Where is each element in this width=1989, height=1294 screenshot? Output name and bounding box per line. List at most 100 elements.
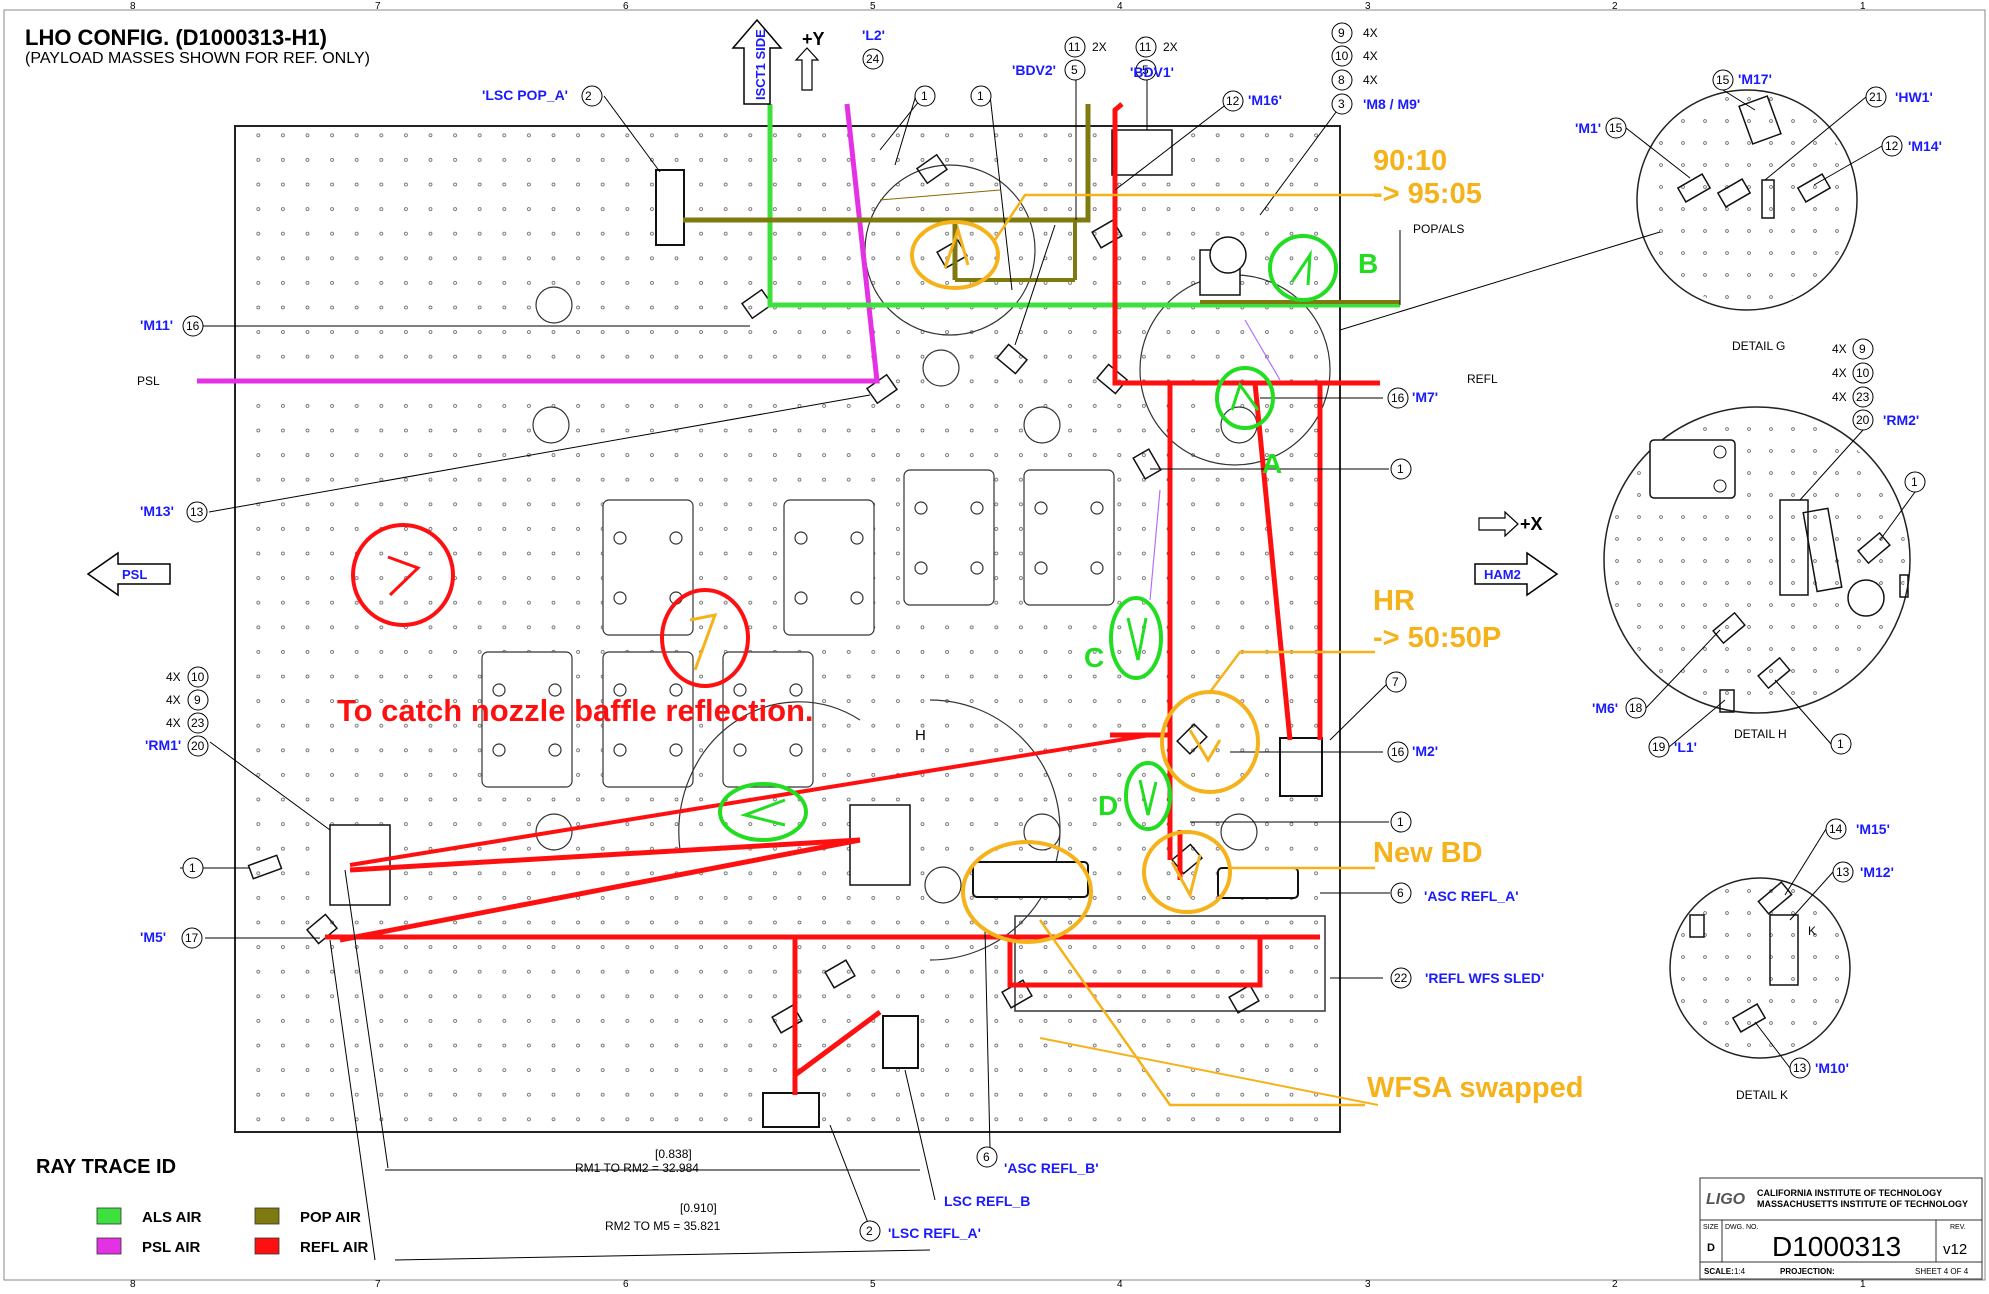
page-subtitle: (PAYLOAD MASSES SHOWN FOR REF. ONLY) — [25, 50, 370, 67]
annotation-shapes — [351, 220, 1338, 944]
dim-rm2-m5-bracket: [0.910] — [680, 1201, 717, 1215]
label-m1: 'M1' — [1575, 120, 1601, 136]
psl-arrow-label: PSL — [122, 567, 147, 582]
sheet-label: SHEET 4 OF 4 — [1915, 1267, 1969, 1276]
refl-beam-label: REFL — [1467, 372, 1498, 386]
callout-6-asc-b: 6 — [983, 1150, 990, 1164]
label-lsc-pop-a: 'LSC POP_A' — [482, 87, 568, 103]
note-b: B — [1358, 248, 1378, 279]
label-m13: 'M13' — [140, 503, 174, 519]
label-l1: 'L1' — [1674, 739, 1697, 755]
dwg-label: DWG. NO. — [1725, 1224, 1758, 1231]
label-m10: 'M10' — [1815, 1060, 1849, 1076]
label-m11: 'M11' — [140, 317, 173, 333]
detail-h-balloons — [1625, 338, 1926, 758]
dim-rm1-rm2-bracket: [0.838] — [655, 1147, 692, 1161]
ham2-arrow-label: HAM2 — [1484, 567, 1521, 582]
label-hw1: 'HW1' — [1895, 89, 1933, 105]
qty-4x-rm1-23: 4X — [166, 716, 181, 730]
note-wfsa-swapped: WFSA swapped — [1367, 1072, 1583, 1104]
note-new-bd: New BD — [1373, 837, 1483, 869]
callout-13-k: 13 — [1836, 865, 1850, 879]
detail-g: DETAIL G — [1339, 89, 1858, 353]
title-block: LIGO CALIFORNIA INSTITUTE OF TECHNOLOGY … — [1699, 1177, 1983, 1280]
callout-19: 19 — [1652, 740, 1666, 754]
callout-3: 3 — [1338, 97, 1345, 111]
zone-7-top: 7 — [375, 1, 381, 12]
scale-label: SCALE: — [1704, 1267, 1734, 1276]
rev-value: v12 — [1943, 1241, 1967, 1258]
zone-3-top: 3 — [1365, 1, 1371, 12]
legend-label-psl: PSL AIR — [142, 1239, 201, 1256]
beam-paths — [197, 102, 1400, 1095]
legend-swatch-psl — [96, 1237, 122, 1255]
label-m12: 'M12' — [1860, 864, 1894, 880]
callout-12: 12 — [1226, 94, 1240, 108]
ray-trace-legend: RAY TRACE ID ALS AIR POP AIR PSL AIR REF… — [36, 1156, 369, 1256]
y-axis-arrow: +Y — [794, 29, 825, 91]
zone-6-bottom: 6 — [623, 1279, 629, 1289]
callout-1-h2: 1 — [1837, 737, 1844, 751]
legend-swatch-refl — [254, 1237, 280, 1255]
legend-swatch-als — [96, 1207, 122, 1225]
x-axis-arrow: +X — [1478, 510, 1543, 538]
org-mit: MASSACHUSETTS INSTITUTE OF TECHNOLOGY — [1757, 1199, 1968, 1209]
rev-label: REV. — [1950, 1224, 1966, 1231]
callout-6-asc-a: 6 — [1397, 886, 1404, 900]
psl-direction-arrow: PSL — [86, 551, 171, 597]
callout-14: 14 — [1829, 822, 1843, 836]
label-rm2: 'RM2' — [1883, 412, 1919, 428]
callout-2-lsc-pop: 2 — [585, 89, 592, 103]
callout-11-b: 11 — [1139, 40, 1152, 54]
annotation-ticks — [387, 224, 1312, 900]
detail-h: DETAIL H — [1603, 406, 1911, 741]
callout-11-a: 11 — [1068, 40, 1081, 54]
detail-k-label: DETAIL K — [1736, 1088, 1788, 1102]
qty-4x-10: 4X — [1363, 49, 1378, 63]
callout-13-k2: 13 — [1793, 1061, 1807, 1075]
note-c: C — [1084, 642, 1104, 673]
zone-8-top: 8 — [130, 1, 136, 12]
detail-k-balloons — [1789, 818, 1854, 1079]
label-m6: 'M6' — [1592, 700, 1618, 716]
size-value: D — [1707, 1242, 1715, 1254]
note-90-10: 90:10 — [1373, 145, 1447, 177]
dim-rm2-m5: RM2 TO M5 = 35.821 — [605, 1219, 721, 1233]
qty-4x-rm1-10: 4X — [166, 670, 181, 684]
zone-2-top: 2 — [1612, 1, 1618, 12]
note-catch-baffle: To catch nozzle baffle reflection. — [337, 693, 814, 728]
label-m16: 'M16' — [1248, 92, 1282, 108]
callout-15-g2: 15 — [1609, 121, 1623, 135]
qty-4x-h23: 4X — [1832, 390, 1847, 404]
zone-8-bottom: 8 — [130, 1279, 136, 1289]
callout-23-rm1: 23 — [191, 716, 205, 730]
page-title: LHO CONFIG. (D1000313-H1) — [25, 25, 327, 50]
detail-h-marker: H — [915, 727, 926, 744]
legend-label-refl: REFL AIR — [300, 1239, 369, 1256]
callout-17: 17 — [185, 931, 199, 945]
callout-8-top: 8 — [1338, 73, 1345, 87]
callout-7: 7 — [1392, 675, 1399, 689]
callout-16-m2: 16 — [1391, 745, 1405, 759]
qty-4x-8: 4X — [1363, 73, 1378, 87]
zone-1-bottom: 1 — [1860, 1279, 1866, 1289]
qty-4x-h10: 4X — [1832, 366, 1847, 380]
label-m15: 'M15' — [1856, 821, 1890, 837]
detail-k: DETAIL K K — [1669, 877, 1851, 1102]
callout-20-rm1: 20 — [191, 739, 205, 753]
projection-label: PROJECTION: — [1780, 1267, 1835, 1276]
label-m2: 'M2' — [1412, 743, 1438, 759]
callout-1-b: 1 — [977, 89, 984, 103]
callout-1-d: 1 — [1397, 815, 1404, 829]
ligo-logo: LIGO — [1706, 1191, 1746, 1208]
callout-10-top: 10 — [1335, 49, 1349, 63]
scale-value: 1:4 — [1734, 1267, 1746, 1276]
label-bdv2: 'BDV2' — [1012, 62, 1056, 78]
callout-16-m7: 16 — [1391, 391, 1405, 405]
legend-swatch-pop — [254, 1207, 280, 1225]
callout-10-h: 10 — [1856, 366, 1870, 380]
callout-13-m13: 13 — [190, 505, 204, 519]
qty-4x-9: 4X — [1363, 26, 1378, 40]
